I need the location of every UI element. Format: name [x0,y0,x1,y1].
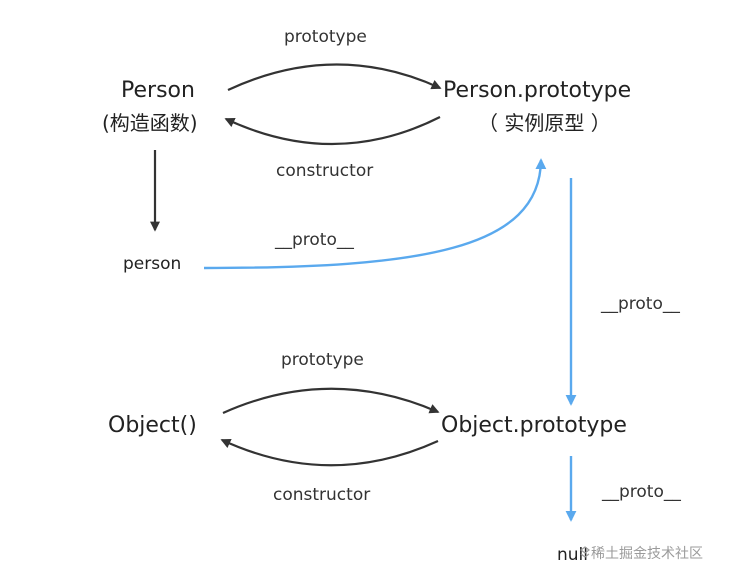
node-person-instance: person [123,254,182,274]
edge-label-constructor-bottom: constructor [273,485,371,505]
edge-label-constructor-top: constructor [276,161,374,181]
juejin-logo-icon [580,546,590,560]
edge-label-object-prototype-proto: __proto__ [602,482,681,502]
edge-person-to-prototype [227,63,442,91]
edge-prototype-to-person [224,116,441,146]
edge-label-prototype-bottom: prototype [281,350,364,370]
edge-label-instance-proto: __proto__ [275,230,354,250]
watermark: 稀土掘金技术社区 [580,546,703,561]
watermark-text: 稀土掘金技术社区 [591,546,703,562]
node-person-prototype-subtitle: （ 实例原型 ） [478,111,611,135]
edge-object-prototype-to-object [220,438,439,467]
node-null: null [557,545,588,565]
edge-instance-to-prototype [203,158,547,270]
node-person-constructor-subtitle: (构造函数) [102,111,198,135]
edge-label-prototype-top: prototype [284,27,367,47]
node-person-constructor: Person [121,78,195,103]
edge-label-prototype-proto: __proto__ [601,294,680,314]
node-object-prototype: Object.prototype [441,413,627,438]
node-object-constructor: Object() [108,413,197,438]
edge-object-to-prototype [222,387,440,415]
node-person-prototype: Person.prototype [443,78,632,103]
